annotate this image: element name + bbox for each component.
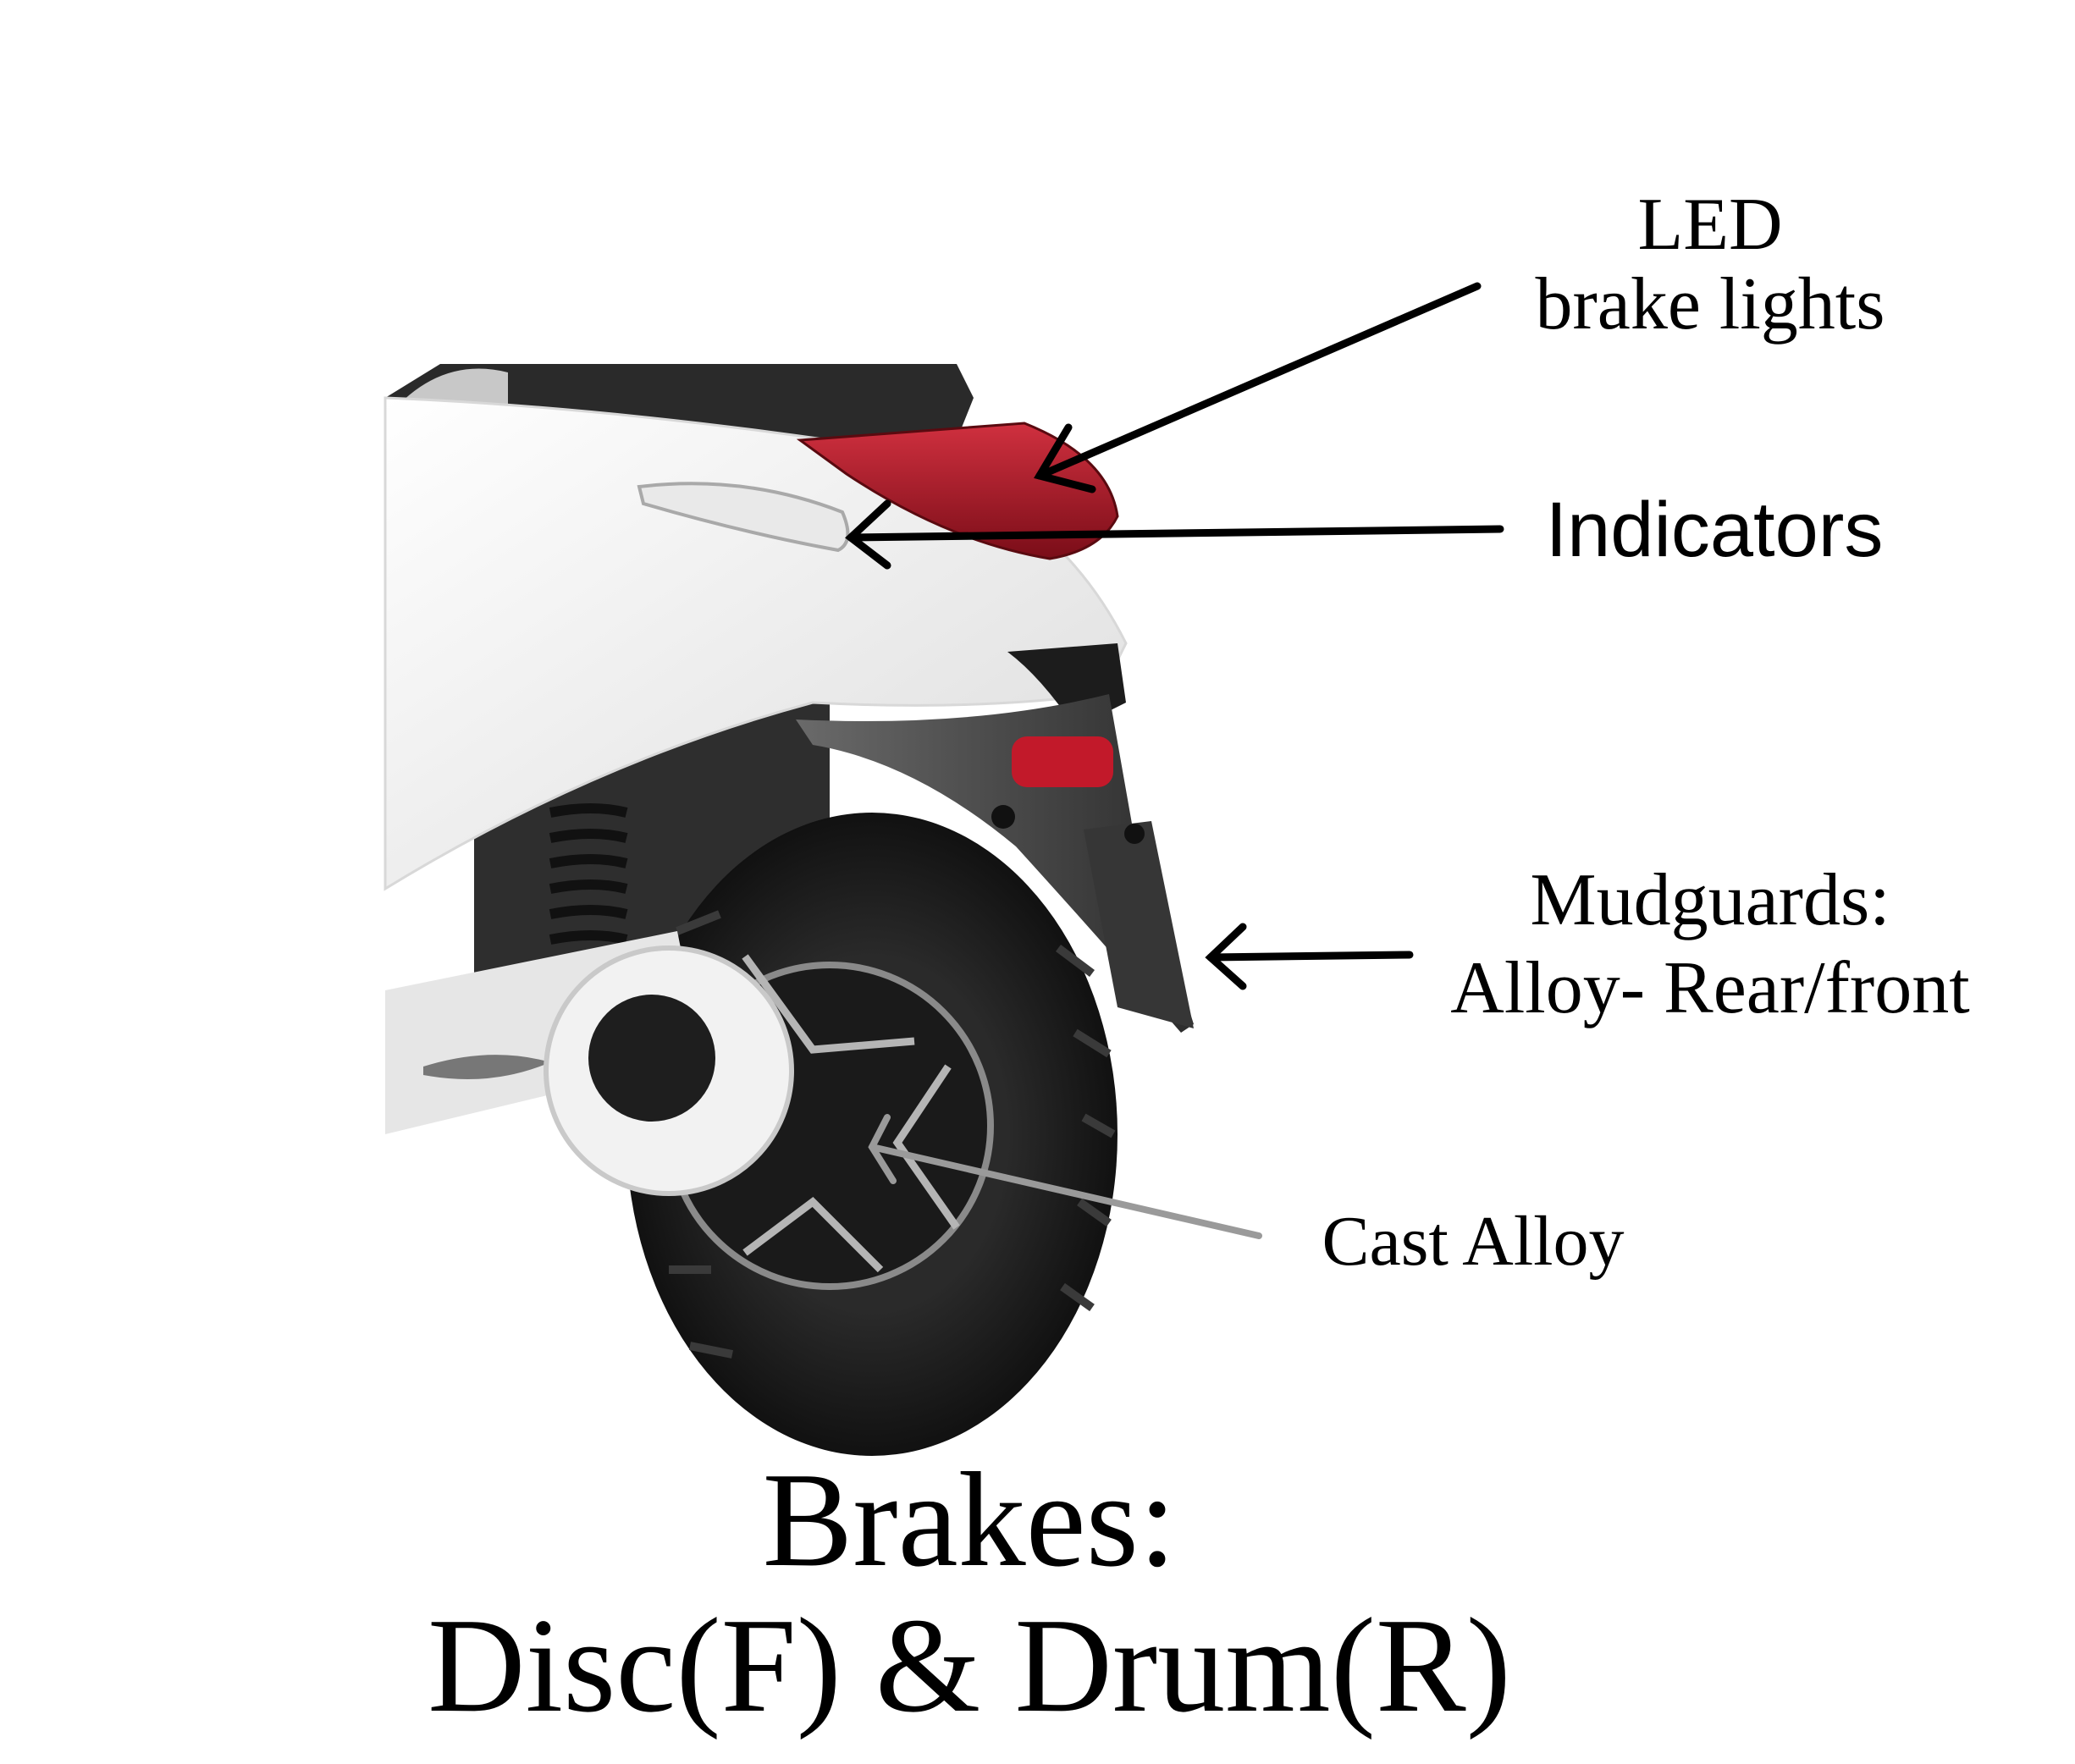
arrow-mudguards	[1205, 923, 1414, 990]
label-led-line2: brake lights	[1535, 263, 1885, 345]
label-mudguards: Mudguards: Alloy- Rear/front	[1397, 863, 2023, 1039]
arrow-led	[1034, 282, 1482, 493]
axle-cap-shape	[588, 995, 715, 1122]
label-indicators: Indicators	[1545, 487, 1884, 573]
label-cast-alloy: Cast Alloy	[1322, 1202, 1625, 1281]
bolt-left-shape	[991, 805, 1015, 829]
arrow-cast-alloy	[868, 1114, 1262, 1239]
label-brakes: Brakes: Disc(F) & Drum(R)	[322, 1452, 1617, 1743]
shock-spring-shape	[549, 803, 628, 945]
label-brakes-line2: Disc(F) & Drum(R)	[428, 1590, 1511, 1740]
label-brakes-line1: Brakes:	[762, 1444, 1177, 1595]
label-led-brake-lights: LED brake lights	[1473, 188, 1947, 347]
mudguard-flap-shape	[1084, 821, 1194, 1028]
arrow-indicators	[845, 499, 1504, 570]
swing-arm-trim-shape	[423, 1055, 550, 1079]
label-mudguards-line2: Alloy- Rear/front	[1450, 947, 1970, 1029]
reflector-shape	[1012, 736, 1113, 787]
label-led-line1: LED	[1637, 184, 1783, 266]
bolt-right-shape	[1124, 824, 1145, 844]
label-mudguards-line1: Mudguards:	[1530, 859, 1890, 941]
